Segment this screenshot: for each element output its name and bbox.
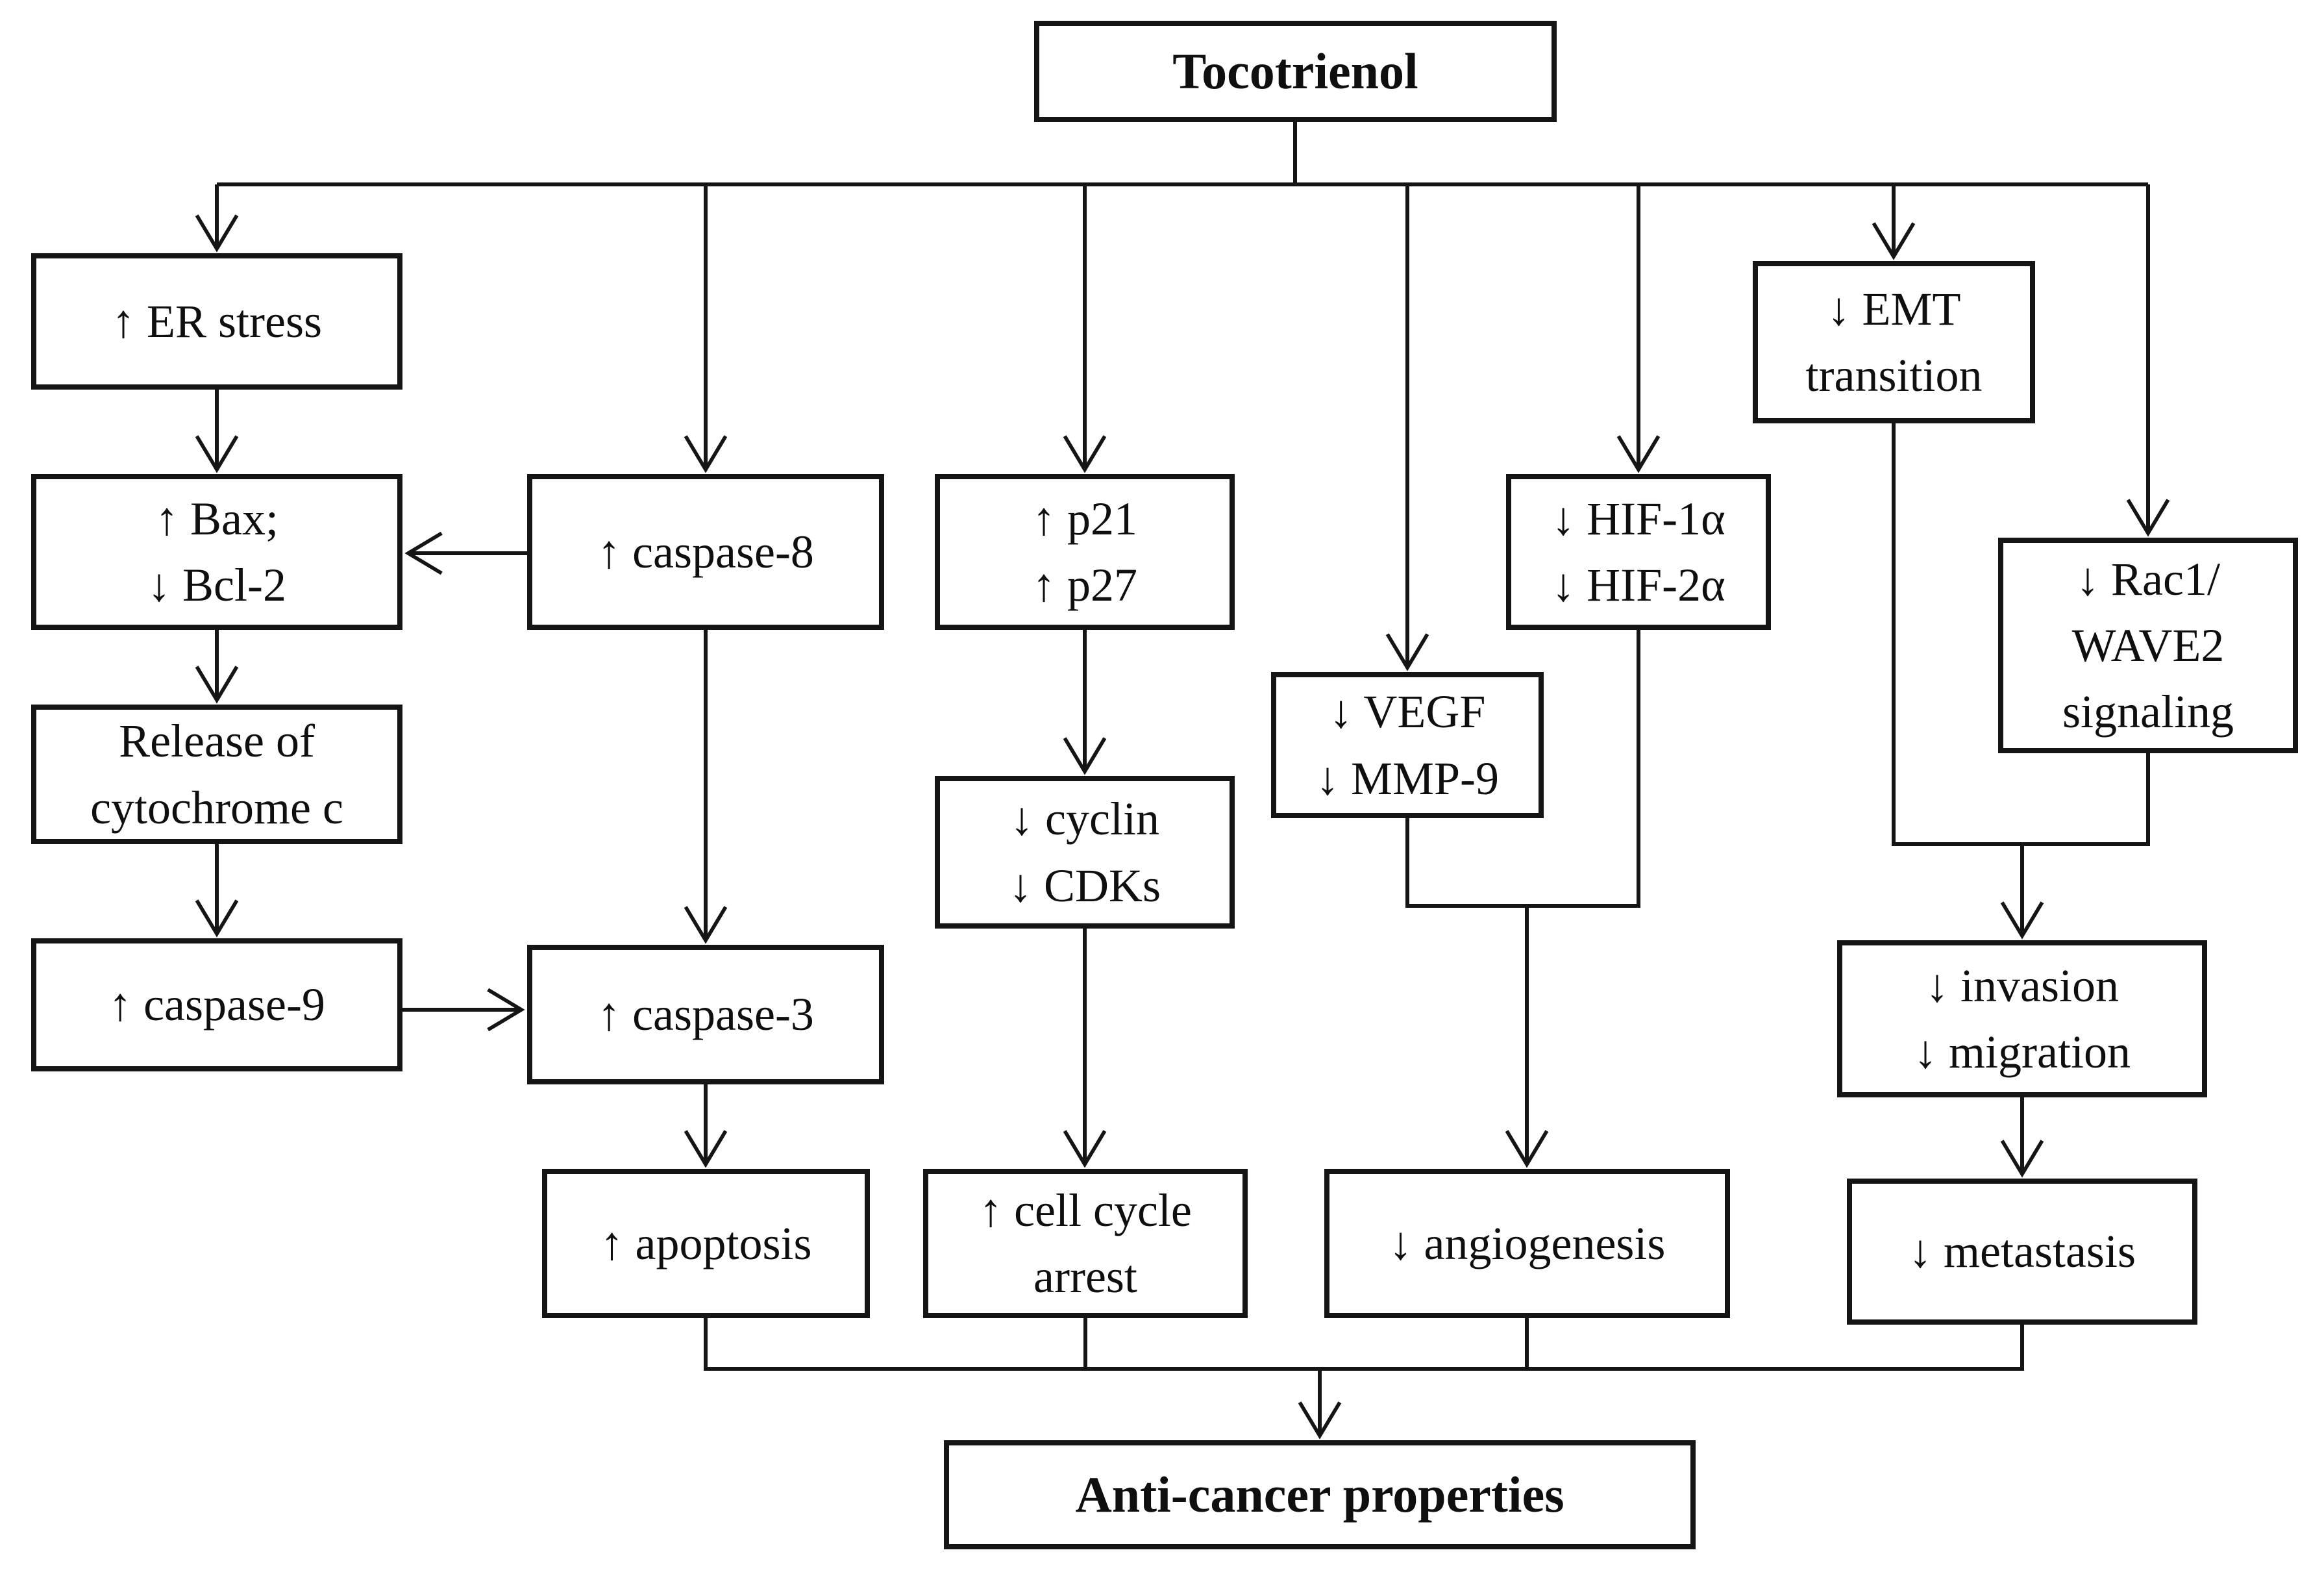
node-label: Release of: [119, 715, 315, 768]
node-label: ↓ HIF-1α: [1551, 492, 1725, 545]
node-er-stress: ↑ ER stress: [31, 253, 402, 390]
node-tocotrienol: Tocotrienol: [1034, 21, 1557, 122]
node-label: ↓ metastasis: [1909, 1225, 2136, 1278]
node-label: Anti-cancer properties: [1075, 1466, 1564, 1523]
node-p21-p27: ↑ p21 ↑ p27: [935, 474, 1235, 630]
edge-vegf-hif-merge: [1405, 630, 1640, 908]
node-label: signaling: [2062, 686, 2234, 738]
node-cytochrome-c: Release of cytochrome c: [31, 705, 402, 844]
node-label: ↑ cell cycle: [979, 1184, 1192, 1236]
node-label: ↓ cyclin: [1010, 793, 1159, 845]
node-label: ↓ Bcl-2: [147, 559, 286, 611]
node-label: ↑ p21: [1032, 492, 1137, 545]
node-label: ↓ VEGF: [1329, 686, 1486, 738]
node-label: ↑ ER stress: [112, 295, 322, 347]
node-label: ↓ angiogenesis: [1389, 1217, 1666, 1269]
edge-bottom-bus: [704, 1318, 2024, 1371]
node-label: ↑ caspase-9: [108, 979, 325, 1031]
node-caspase-8: ↑ caspase-8: [527, 474, 884, 630]
node-label: ↑ apoptosis: [600, 1217, 812, 1269]
node-cell-cycle-arrest: ↑ cell cycle arrest: [923, 1169, 1248, 1318]
node-label: arrest: [1033, 1251, 1137, 1303]
node-metastasis: ↓ metastasis: [1847, 1179, 2197, 1325]
node-label: ↓ migration: [1914, 1026, 2131, 1078]
node-label: ↓ invasion: [1925, 959, 2119, 1012]
node-anti-cancer-properties: Anti-cancer properties: [944, 1440, 1696, 1549]
node-label: WAVE2: [2071, 619, 2225, 671]
node-rac1-wave2: ↓ Rac1/ WAVE2 signaling: [1998, 538, 2298, 753]
node-label: ↑ caspase-3: [597, 988, 814, 1041]
node-emt-transition: ↓ EMT transition: [1753, 261, 2035, 423]
node-label: ↑ Bax;: [155, 492, 278, 545]
node-cyclin-cdks: ↓ cyclin ↓ CDKs: [935, 776, 1235, 929]
node-label: transition: [1805, 349, 1983, 401]
node-label: ↑ p27: [1032, 559, 1137, 611]
node-caspase-9: ↑ caspase-9: [31, 938, 402, 1071]
node-apoptosis: ↑ apoptosis: [542, 1169, 870, 1318]
node-label: Tocotrienol: [1172, 42, 1418, 99]
node-label: ↓ Rac1/: [2076, 553, 2220, 605]
node-hif: ↓ HIF-1α ↓ HIF-2α: [1506, 474, 1771, 630]
node-label: ↑ caspase-8: [597, 525, 814, 578]
node-angiogenesis: ↓ angiogenesis: [1324, 1169, 1730, 1318]
node-caspase-3: ↑ caspase-3: [527, 945, 884, 1084]
node-bax-bcl2: ↑ Bax; ↓ Bcl-2: [31, 474, 402, 630]
node-vegf-mmp9: ↓ VEGF ↓ MMP-9: [1271, 672, 1544, 818]
node-label: ↓ HIF-2α: [1551, 559, 1725, 611]
node-label: ↓ MMP-9: [1315, 752, 1500, 805]
node-label: ↓ EMT: [1827, 282, 1961, 335]
node-invasion-migration: ↓ invasion ↓ migration: [1837, 940, 2207, 1097]
node-label: ↓ CDKs: [1008, 859, 1161, 912]
node-label: cytochrome c: [90, 781, 343, 834]
